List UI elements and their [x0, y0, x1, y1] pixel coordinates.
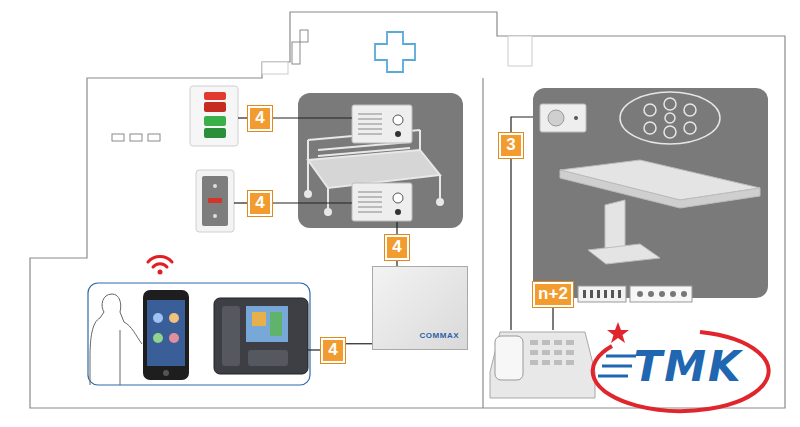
- wifi-symbol: [148, 257, 172, 275]
- cable-connector: [345, 343, 372, 344]
- operating-table: [560, 160, 760, 264]
- video-master-monitor: [214, 298, 308, 374]
- cable-count-box: 4: [248, 106, 272, 131]
- operating-room-panel: [533, 88, 768, 298]
- callout-number: 4: [255, 194, 264, 213]
- ward-panel: [298, 93, 463, 228]
- company-logo: [593, 322, 769, 411]
- master-station: [490, 332, 595, 398]
- power-strip: [630, 286, 692, 302]
- building-outline: [30, 12, 785, 408]
- hospital-cross: [375, 32, 415, 72]
- callout-number: n+2: [538, 285, 568, 304]
- callout-number: 4: [328, 341, 337, 360]
- brand-label: COMMAX: [420, 332, 459, 341]
- callout-number: 4: [255, 109, 264, 128]
- callout-number: 4: [392, 238, 401, 257]
- pull-cord-switch: [196, 170, 234, 232]
- cable-count-box: 4: [321, 338, 345, 363]
- controller-cabinet: COMMAX: [372, 266, 468, 350]
- wall-patch: [508, 36, 532, 66]
- surgical-lamp: [620, 92, 720, 144]
- bed-call-unit: [352, 105, 412, 221]
- wiring: [234, 117, 553, 350]
- divider-wall: [482, 78, 483, 408]
- room-speaker: [540, 104, 586, 132]
- person-silhouette: [90, 294, 142, 385]
- cable-count-box: 4: [385, 235, 409, 260]
- logo-text: TMK: [634, 342, 743, 391]
- cable-count-box: n+2: [533, 282, 573, 307]
- nurse-area: [88, 283, 310, 385]
- terminal-block: [578, 286, 626, 302]
- signal-light: [190, 86, 238, 146]
- wall-patch: [262, 62, 288, 74]
- cable-count-box: 3: [499, 133, 523, 158]
- callout-number: 3: [506, 136, 515, 155]
- smartphone: [143, 290, 189, 380]
- cable-count-box: 4: [248, 191, 272, 216]
